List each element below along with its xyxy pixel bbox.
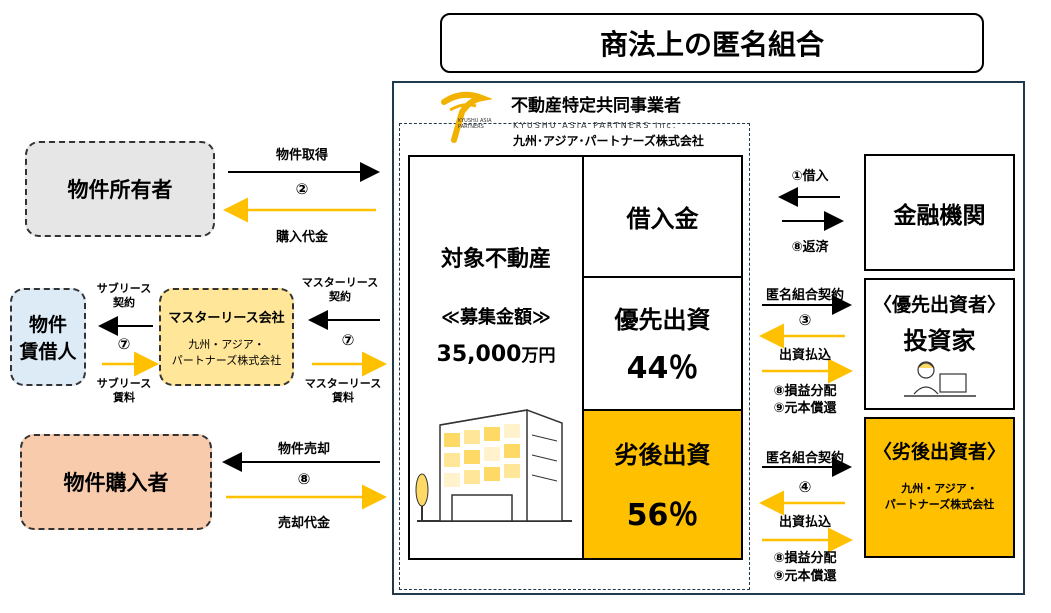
master-lease-contract-label: マスターリース 契約 xyxy=(301,276,379,303)
bank-label: 金融機関 xyxy=(893,202,986,229)
senior-equity-cell: 優先出資 44％ xyxy=(582,276,743,411)
sale-number: ⑧ xyxy=(297,470,311,488)
senior-pay-label: 出資払込 xyxy=(778,348,832,363)
master-lease-rent-label: マスターリース 賃料 xyxy=(304,377,382,404)
junior-number: ④ xyxy=(798,478,812,496)
building-illustration xyxy=(412,405,577,523)
junior-dist-label: ⑧損益分配 xyxy=(773,551,837,566)
junior-investor-box: 〈劣後出資者〉 九州・アジア・ パートナーズ株式会社 xyxy=(864,417,1015,558)
raise-amount-value: 35,000 xyxy=(436,342,522,367)
acquire-number: ② xyxy=(295,180,309,198)
senior-investor-sub: 投資家 xyxy=(903,327,976,355)
tenant-box: 物件 賃借人 xyxy=(10,288,86,386)
operator-dashed-frame xyxy=(399,123,750,590)
senior-principal-label: ⑨元本償還 xyxy=(773,401,837,416)
logo-text: KYUSHU ASIA PARTNERS xyxy=(458,118,492,130)
property-buyer-box: 物件購入者 xyxy=(20,434,212,530)
sale-price-label: 売却代金 xyxy=(277,516,331,531)
junior-equity-pct: 56％ xyxy=(626,498,699,533)
junior-principal-label: ⑨元本償還 xyxy=(773,569,837,584)
loan-label: 借入金 xyxy=(626,205,699,233)
tenant-label-line2: 賃借人 xyxy=(19,341,77,363)
senior-equity-label: 優先出資 xyxy=(614,306,711,334)
senior-contract-label: 匿名組合契約 xyxy=(765,288,845,303)
master-lease-sub1: 九州・アジア・ xyxy=(188,337,265,351)
junior-equity-cell: 劣後出資 56％ xyxy=(582,409,743,560)
logo-mark-icon xyxy=(441,91,492,143)
junior-contract-label: 匿名組合契約 xyxy=(765,451,845,466)
operator-frame xyxy=(392,81,1025,595)
borrow-label: ①借入 xyxy=(791,169,829,184)
junior-equity-label: 劣後出資 xyxy=(614,441,711,469)
operator-heading: 不動産特定共同事業者 xyxy=(511,96,681,116)
senior-equity-pct: 44％ xyxy=(626,351,699,386)
company-name-jp: 九州･アジア･パートナーズ株式会社 xyxy=(513,134,704,148)
senior-investor-title: 〈優先出資者〉 xyxy=(872,294,1006,316)
property-owner-label: 物件所有者 xyxy=(67,178,173,202)
senior-investor-box: 〈優先出資者〉 投資家 xyxy=(864,278,1015,410)
repay-label: ⑧返済 xyxy=(791,240,829,255)
master-lease-sub2: パートナーズ株式会社 xyxy=(171,353,282,367)
senior-number: ③ xyxy=(798,311,812,329)
junior-investor-sub1: 九州・アジア・ xyxy=(901,482,978,495)
junior-pay-label: 出資払込 xyxy=(778,515,832,530)
master-lease-number: ⑦ xyxy=(341,331,355,349)
company-logo xyxy=(432,88,492,148)
purchase-price-label: 購入代金 xyxy=(275,230,329,245)
sublease-contract-label: サブリース 契約 xyxy=(96,282,152,309)
property-label: 対象不動産 xyxy=(440,247,551,272)
building-icon xyxy=(415,409,572,522)
master-lease-box: マスターリース会社 九州・アジア・ パートナーズ株式会社 xyxy=(159,288,294,386)
investor-laptop-icon xyxy=(903,361,976,397)
raise-amount-unit: 万円 xyxy=(521,346,556,366)
junior-investor-sub2: パートナーズ株式会社 xyxy=(884,498,995,511)
bank-box: 金融機関 xyxy=(864,154,1015,271)
property-buyer-label: 物件購入者 xyxy=(63,471,169,495)
raise-amount: 35,000万円 xyxy=(437,341,556,367)
junior-investor-title: 〈劣後出資者〉 xyxy=(872,441,1006,463)
acquire-label: 物件取得 xyxy=(275,148,329,163)
company-name-en: KYUSHU ASIA PARTNERS Inc. xyxy=(513,121,678,130)
tenant-label-line1: 物件 xyxy=(28,314,67,336)
sublease-number: ⑦ xyxy=(117,335,131,353)
raise-label: ≪募集金額≫ xyxy=(441,307,551,328)
senior-dist-label: ⑧損益分配 xyxy=(773,384,837,399)
diagram-title: 商法上の匿名組合 xyxy=(440,13,984,73)
master-lease-title: マスターリース会社 xyxy=(168,310,285,326)
sale-label: 物件売却 xyxy=(277,442,331,457)
property-owner-box: 物件所有者 xyxy=(25,141,215,237)
sublease-rent-label: サブリース 賃料 xyxy=(96,377,152,404)
